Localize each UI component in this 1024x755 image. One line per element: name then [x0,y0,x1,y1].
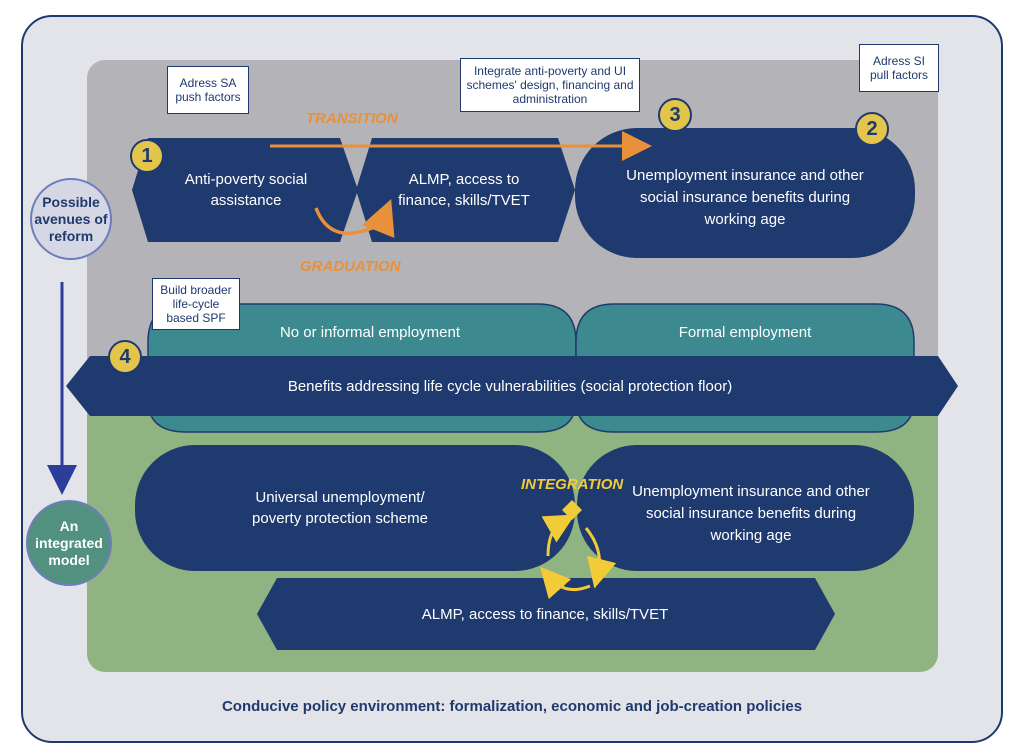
protection-floor-band [66,356,958,416]
integrate-schemes-note: Integrate anti-poverty and UI schemes' d… [460,58,640,112]
integrated-model-circle: An integrated model [26,500,112,586]
footer-text: Conducive policy environment: formalizat… [221,697,803,715]
anti-poverty-text: Anti-poverty social assistance [184,171,308,209]
avenues-of-reform-circle: Possible avenues of reform [30,178,112,260]
anti-poverty-shape [132,138,358,242]
transition-label: TRANSITION [306,110,398,127]
integration-cycle-arrow-2 [540,566,591,600]
almp-top-text: ALMP, access to finance, skills/TVET [398,171,530,209]
push-factors-note: Adress SA push factors [167,66,249,114]
protection-floor-text: Benefits addressing life cycle vulnerabi… [287,377,733,395]
integration-label: INTEGRATION [521,476,624,493]
universal-scheme-text: Universal unemployment/ poverty protecti… [252,489,428,527]
pull-factors-note: Adress SI pull factors [859,44,939,92]
informal-employment-text: No or informal employment [279,323,461,341]
almp-bottom-shape [257,578,835,650]
badge-3: 3 [658,98,692,132]
badge-4: 4 [108,340,142,374]
unemployment-top-text: Unemployment insurance and other social … [626,167,864,228]
integration-cycle-arrow-1 [584,527,617,589]
build-spf-note: Build broader life-cycle based SPF [152,278,240,330]
unemployment-top-shape [575,128,915,258]
badge-2: 2 [855,112,889,146]
badge-1: 1 [130,139,164,173]
almp-bottom-text: ALMP, access to finance, skills/TVET [421,605,669,623]
universal-scheme-shape [135,445,575,571]
formal-employment-text: Formal employment [678,323,812,341]
integration-cycle-arrow-3 [541,514,576,557]
graduation-arrow [314,199,395,239]
graduation-label: GRADUATION [300,258,401,275]
unemployment-bottom-shape [577,445,914,571]
almp-top-shape [356,138,575,242]
unemployment-bottom-text: Unemployment insurance and other social … [632,483,870,544]
